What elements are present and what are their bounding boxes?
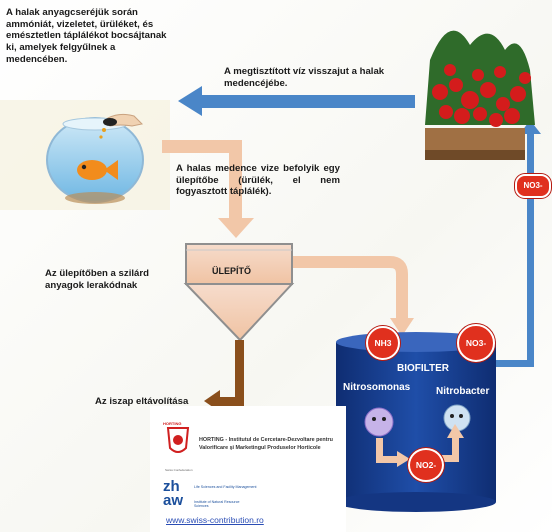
website-link[interactable]: www.swiss-contribution.ro: [166, 515, 264, 525]
feeding-hand-icon: [99, 113, 144, 139]
no3-pipe: [490, 120, 541, 367]
zhaw-logo: [165, 482, 193, 512]
bubble-no2: NO2-: [408, 448, 444, 482]
bubble-no3-out-label: NO3-: [465, 338, 487, 348]
tomato-icons: [432, 64, 531, 127]
zhaw-dept-text: Life Sciences and Facility Management: [194, 485, 257, 489]
return-water-text: A megtisztított víz visszajut a halak me…: [224, 66, 385, 89]
zhaw-inst-text: Institute of Natural Resource Sciences: [194, 500, 240, 508]
swiss-small-text: Swiss Confederation: [165, 468, 193, 472]
conversion-arrows: [376, 424, 464, 467]
bubble-nh3: NH3: [366, 326, 400, 360]
settler-label: ÜLEPÍTŐ: [212, 266, 252, 276]
bubble-no3-top: NO3-: [515, 174, 551, 198]
bacteria-nitrosomonas-icon: [364, 407, 394, 437]
solids-settle-text: Az ülepítőben a szilárd anyagok lerakódn…: [45, 268, 149, 291]
bubble-nh3-label: NH3: [374, 338, 392, 348]
flows-settler-text: A halas medence vize befolyik egy ülepít…: [176, 163, 340, 198]
fish-waste-text: A halak anyagcseréjük során ammóniát, vi…: [6, 7, 167, 65]
plant-bed: [425, 30, 535, 160]
nitrosomonas-label: Nitrosomonas: [343, 382, 411, 393]
bubble-no2-label: NO2-: [415, 460, 437, 470]
biofilter-label: BIOFILTER: [397, 363, 450, 374]
horting-text: HORTING - Institutul de Cercetare-Dezvol…: [199, 437, 333, 452]
settler-tank: [183, 243, 295, 342]
bubble-no3-top-label: NO3-: [523, 181, 543, 190]
flow-to-settler-arrow: [162, 140, 254, 238]
nitrobacter-label: Nitrobacter: [436, 386, 490, 397]
horting-name: HORTING: [163, 421, 182, 426]
horting-logo: [166, 427, 190, 453]
bacteria-nitrobacter-icon: [443, 404, 471, 432]
flow-to-biofilter-arrow: [292, 256, 414, 336]
fish-icon: [77, 160, 118, 180]
bubble-no3-out: NO3-: [457, 324, 495, 362]
fish-tank: [46, 113, 144, 204]
return-flow-arrow: [178, 86, 415, 116]
sludge-removal-text: Az iszap eltávolítása: [95, 396, 189, 407]
zhaw-mark: zh aw: [163, 478, 184, 510]
